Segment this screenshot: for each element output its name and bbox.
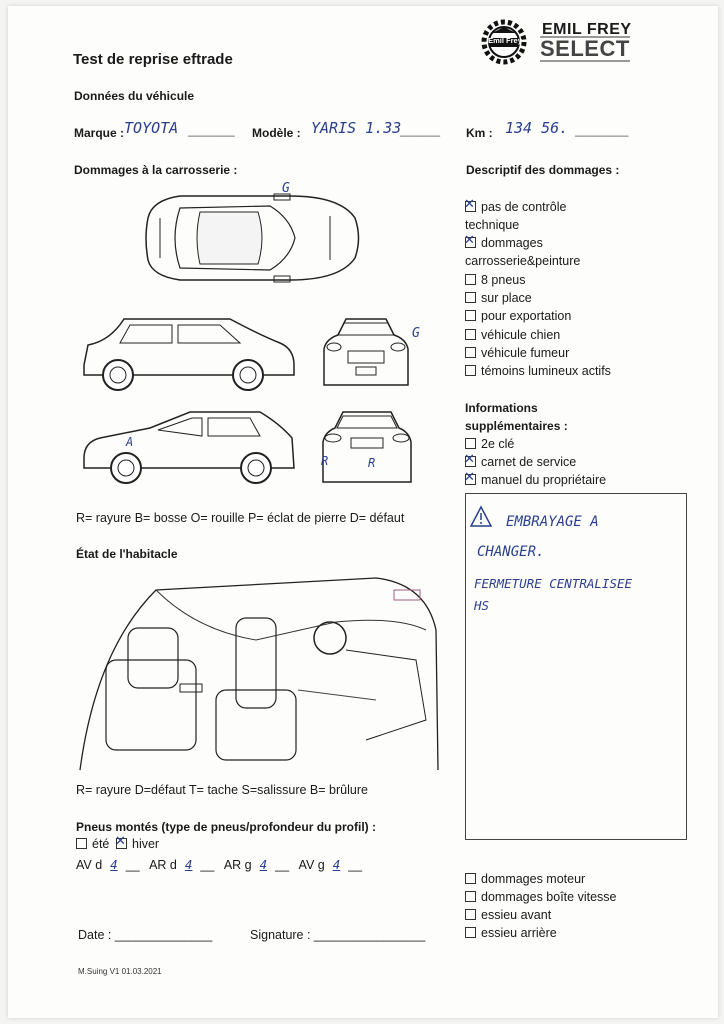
body-damage-title: Dommages à la carrosserie : xyxy=(74,163,238,177)
tire-type-winter[interactable]: hiver xyxy=(115,833,159,851)
checkbox-service-book[interactable]: carnet de service xyxy=(464,451,576,469)
checkbox-icon[interactable] xyxy=(464,196,476,212)
vehicle-section-title: Données du véhicule xyxy=(74,89,195,103)
gear-logo-icon xyxy=(481,19,527,65)
checkbox-warning-lights[interactable]: témoins lumineux actifs xyxy=(465,364,611,378)
tires-title: Pneus montés (type de pneus/profondeur d… xyxy=(76,820,377,834)
checkbox-no-technical-control[interactable]: pas de contrôle xyxy=(464,196,566,214)
checkbox-icon[interactable] xyxy=(465,329,476,340)
form-title: Test de reprise eftrade xyxy=(73,51,233,68)
tire-depth-ar-g[interactable]: 4 xyxy=(259,857,268,872)
checkbox-icon[interactable] xyxy=(115,833,127,849)
km-value[interactable]: 134 56. xyxy=(505,119,569,137)
checkbox-on-site[interactable]: sur place xyxy=(465,291,532,305)
checkbox-label-continued: carrosserie&peinture xyxy=(465,254,581,268)
form-sheet xyxy=(8,6,718,1018)
tire-depth-ar-d[interactable]: 4 xyxy=(184,857,193,872)
checkbox-icon[interactable] xyxy=(465,310,476,321)
model-label: Modèle : xyxy=(252,126,301,140)
checkbox-icon[interactable] xyxy=(465,274,476,285)
note-line: FERMETURE CENTRALISEE xyxy=(474,576,633,591)
checkbox-engine-damage[interactable]: dommages moteur xyxy=(465,872,585,886)
brand-label: Marque : xyxy=(74,126,125,140)
body-damage-legend: R= rayure B= bosse O= rouille P= éclat d… xyxy=(76,511,405,525)
checkbox-icon[interactable] xyxy=(464,469,476,485)
brand-blank: _______ xyxy=(188,123,235,137)
damage-mark: G xyxy=(282,181,290,196)
car-interior-diagram[interactable] xyxy=(76,570,440,774)
extra-info-title: Informations xyxy=(465,401,538,415)
date-field[interactable]: Date : ______________ xyxy=(78,928,213,942)
car-rear-view[interactable] xyxy=(315,408,419,488)
checkbox-icon[interactable] xyxy=(464,232,476,248)
checkbox-export[interactable]: pour exportation xyxy=(465,309,571,323)
version-text: M.Suing V1 01.03.2021 xyxy=(78,967,162,976)
car-front-view[interactable] xyxy=(318,315,414,393)
tire-depth-av-g[interactable]: 4 xyxy=(332,857,341,872)
checkbox-icon[interactable] xyxy=(465,438,476,449)
interior-legend: R= rayure D=défaut T= tache S=salissure … xyxy=(76,783,368,797)
checkbox-icon[interactable] xyxy=(464,451,476,467)
checkbox-icon[interactable] xyxy=(465,927,476,938)
checkbox-icon[interactable] xyxy=(465,891,476,902)
car-top-view[interactable] xyxy=(140,188,364,288)
checkbox-owner-manual[interactable]: manuel du propriétaire xyxy=(464,469,606,487)
car-left-side-view[interactable] xyxy=(80,315,298,393)
checkbox-8-tires[interactable]: 8 pneus xyxy=(465,273,525,287)
car-right-side-view[interactable] xyxy=(80,408,298,486)
warning-triangle-icon xyxy=(469,505,493,527)
model-blank: ______ xyxy=(400,123,441,137)
extra-info-title-2: supplémentaires : xyxy=(465,419,568,433)
damage-mark: G xyxy=(412,326,420,341)
notes-box[interactable] xyxy=(465,493,687,840)
checkbox-icon[interactable] xyxy=(465,909,476,920)
brand-value[interactable]: TOYOTA xyxy=(124,119,179,137)
damage-mark: R xyxy=(368,456,376,470)
checkbox-body-paint-damage[interactable]: dommages xyxy=(464,232,543,250)
signature-field[interactable]: Signature : ________________ xyxy=(250,928,426,942)
checkbox-gearbox-damage[interactable]: dommages boîte vitesse xyxy=(465,890,617,904)
checkbox-icon[interactable] xyxy=(465,292,476,303)
checkbox-icon[interactable] xyxy=(465,365,476,376)
note-line: CHANGER. xyxy=(477,544,545,560)
checkbox-icon[interactable] xyxy=(465,347,476,358)
note-line: EMBRAYAGE A xyxy=(506,514,599,530)
km-blank: ________ xyxy=(575,123,629,137)
checkbox-smoker-vehicle[interactable]: véhicule fumeur xyxy=(465,346,569,360)
damage-desc-title: Descriptif des dommages : xyxy=(466,163,620,177)
checkbox-second-key[interactable]: 2e clé xyxy=(465,437,514,451)
damage-mark: R xyxy=(321,454,329,468)
interior-title: État de l'habitacle xyxy=(76,547,178,561)
model-value[interactable]: YARIS 1.33 xyxy=(311,119,402,137)
checkbox-rear-axle[interactable]: essieu arrière xyxy=(465,926,557,940)
checkbox-front-axle[interactable]: essieu avant xyxy=(465,908,551,922)
tire-type-summer[interactable]: été xyxy=(76,837,109,851)
note-line: HS xyxy=(474,598,490,613)
tire-depth-av-d[interactable]: 4 xyxy=(110,857,118,872)
damage-mark: A xyxy=(126,435,134,449)
checkbox-icon[interactable] xyxy=(465,873,476,884)
km-label: Km : xyxy=(466,126,493,140)
checkbox-dog-vehicle[interactable]: véhicule chien xyxy=(465,328,560,342)
checkbox-label-continued: technique xyxy=(465,218,520,232)
checkbox-icon[interactable] xyxy=(76,838,87,849)
